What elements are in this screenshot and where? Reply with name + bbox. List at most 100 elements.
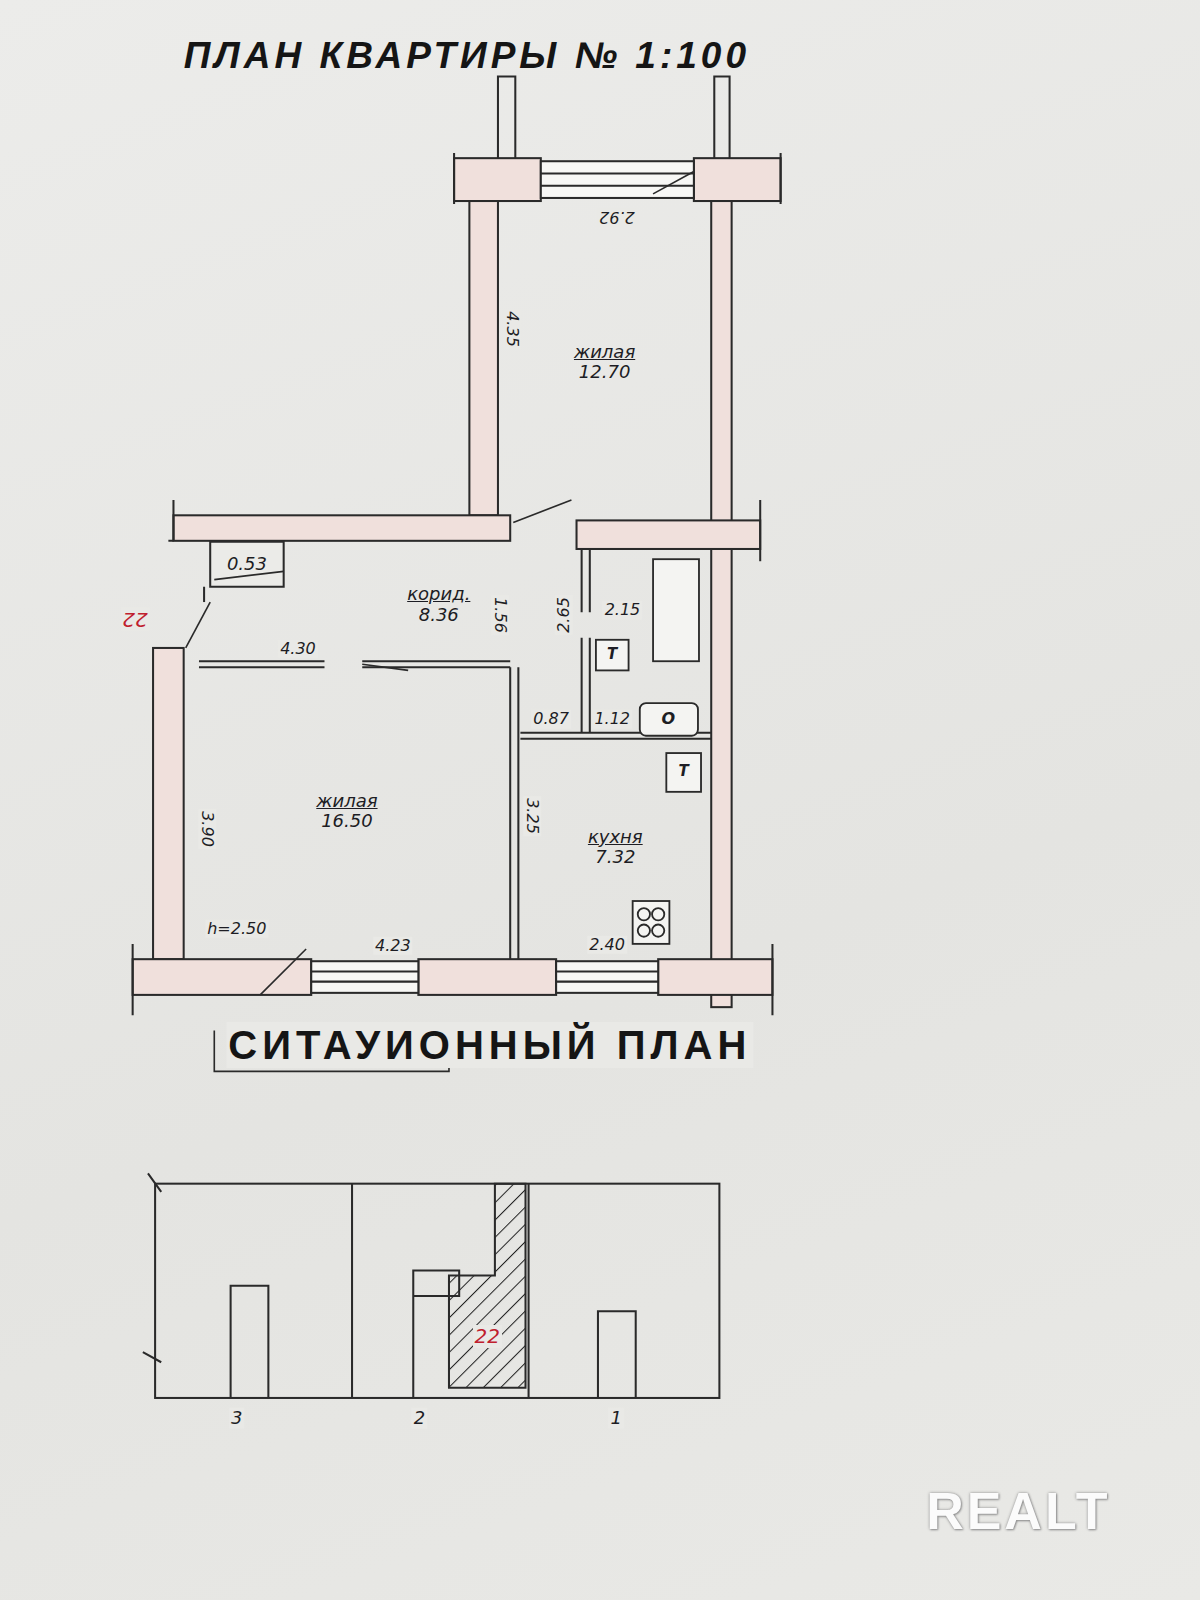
walls-part xyxy=(759,500,761,561)
situation-plan-part xyxy=(598,1311,636,1398)
dimension-holder: 2.40 xyxy=(587,936,627,954)
walls xyxy=(133,77,781,1016)
entrance-number-holder: 3 xyxy=(229,1408,244,1429)
partitions-part xyxy=(203,587,205,602)
room-area: жилая12.70 xyxy=(500,235,709,490)
dimension-holder: 2.92 xyxy=(598,208,638,226)
fixtures-part xyxy=(666,753,701,792)
fixtures-part xyxy=(633,901,670,944)
dimension: 0.87 xyxy=(531,710,571,728)
dimension-holder: 3.25 xyxy=(522,797,540,837)
dimension-holder: 3.90 xyxy=(198,809,216,849)
walls-part xyxy=(694,158,781,201)
room-area-value: 12.70 xyxy=(577,362,633,383)
partitions xyxy=(199,542,711,959)
door-swings-part xyxy=(260,949,306,995)
walls-part xyxy=(133,944,773,1015)
fixture-symbol-holder: T xyxy=(677,764,691,781)
walls-part xyxy=(714,77,729,159)
door-swings-part xyxy=(362,664,408,670)
situation-plan-part xyxy=(143,1173,161,1362)
dimension-holder: 4.30 xyxy=(278,640,318,658)
dimension-holder: 1.56 xyxy=(491,595,509,635)
walls-part xyxy=(418,959,556,995)
fixtures-part xyxy=(640,703,698,736)
walls-part xyxy=(133,959,312,995)
situation-plan-part xyxy=(231,1286,269,1398)
fixtures-part xyxy=(652,908,664,920)
dimension: 3.90 xyxy=(198,809,216,849)
entrance-number-holder: 1 xyxy=(609,1408,624,1429)
room-area-value: 16.50 xyxy=(319,811,375,832)
apartment-number: 22 xyxy=(120,608,149,631)
dimension: 2.92 xyxy=(598,208,638,226)
building-section: 22 xyxy=(450,1288,524,1386)
entrance-number-holder: 2 xyxy=(412,1408,427,1429)
fixture-symbol: T xyxy=(605,646,619,663)
situation-plan-part xyxy=(449,1184,526,1388)
dimension-holder: 0.87 xyxy=(531,710,571,728)
watermark-holder: REALT xyxy=(924,1482,1112,1542)
dimension: 4.35 xyxy=(503,309,521,349)
door-swings-part xyxy=(653,171,694,193)
room-name: жилая xyxy=(572,342,637,363)
dimension: 3.25 xyxy=(522,797,540,837)
windows-part xyxy=(311,971,418,981)
room-area-value: 8.36 xyxy=(417,605,461,626)
windows xyxy=(311,161,694,993)
title-holder: ПЛАН КВАРТИРЫ № 1:100 xyxy=(184,35,750,78)
fixture-symbol-holder: T xyxy=(605,646,619,663)
fixture-symbol-holder: O xyxy=(660,710,678,728)
walls-part xyxy=(168,500,173,541)
fixtures-part xyxy=(596,640,629,671)
dimension: 1.56 xyxy=(491,595,509,635)
ceiling-height: h=2.50 xyxy=(205,919,268,937)
walls-part xyxy=(153,648,184,959)
room-area-value: 0.53 xyxy=(225,554,269,575)
walls-part xyxy=(469,201,498,515)
partitions-part xyxy=(199,661,510,667)
walls-part xyxy=(454,153,781,204)
room-name: корид. xyxy=(405,584,472,605)
dimension-holder: 2.15 xyxy=(603,601,643,619)
walls-part xyxy=(498,77,515,159)
walls-part xyxy=(711,201,731,1007)
situation-plan xyxy=(143,1173,720,1397)
dimension: 1.12 xyxy=(592,710,632,728)
partitions-part xyxy=(582,549,590,733)
ceiling-height-holder: h=2.50 xyxy=(205,919,268,937)
fixtures xyxy=(596,559,701,944)
apartment-number-holder: 22 xyxy=(120,608,149,631)
dimension: 2.65 xyxy=(555,595,573,635)
dimension-holder: 4.23 xyxy=(373,937,413,955)
fixture-symbol: O xyxy=(660,710,678,728)
entrance-number: 1 xyxy=(609,1408,624,1429)
dimension-holder: 1.12 xyxy=(592,710,632,728)
walls-part xyxy=(577,520,761,549)
windows-part xyxy=(556,971,658,981)
situation-plan-part xyxy=(155,1184,719,1398)
room-name: жилая xyxy=(314,791,379,812)
room-area: жилая16.50 xyxy=(186,673,508,949)
room-area: корид.8.36 xyxy=(337,556,541,653)
partitions-part xyxy=(210,542,283,587)
fixture-symbol: T xyxy=(677,764,691,781)
entrance-number: 3 xyxy=(229,1408,244,1429)
walls-part xyxy=(658,959,772,995)
room-name: кухня xyxy=(586,827,645,848)
door-swings-part xyxy=(186,602,210,648)
dimension: 4.30 xyxy=(278,640,318,658)
dimension: 4.23 xyxy=(373,937,413,955)
fixtures-part xyxy=(638,924,650,936)
windows-part xyxy=(311,961,418,993)
dimension: 2.15 xyxy=(603,601,643,619)
walls-part xyxy=(173,515,510,541)
plan-title: ПЛАН КВАРТИРЫ № 1:100 xyxy=(184,35,750,78)
dimension: 2.40 xyxy=(587,936,627,954)
dimension-holder: 4.35 xyxy=(503,309,521,349)
walls-part xyxy=(454,158,541,201)
watermark: REALT xyxy=(924,1482,1112,1542)
room-area-value: 7.32 xyxy=(593,847,637,868)
